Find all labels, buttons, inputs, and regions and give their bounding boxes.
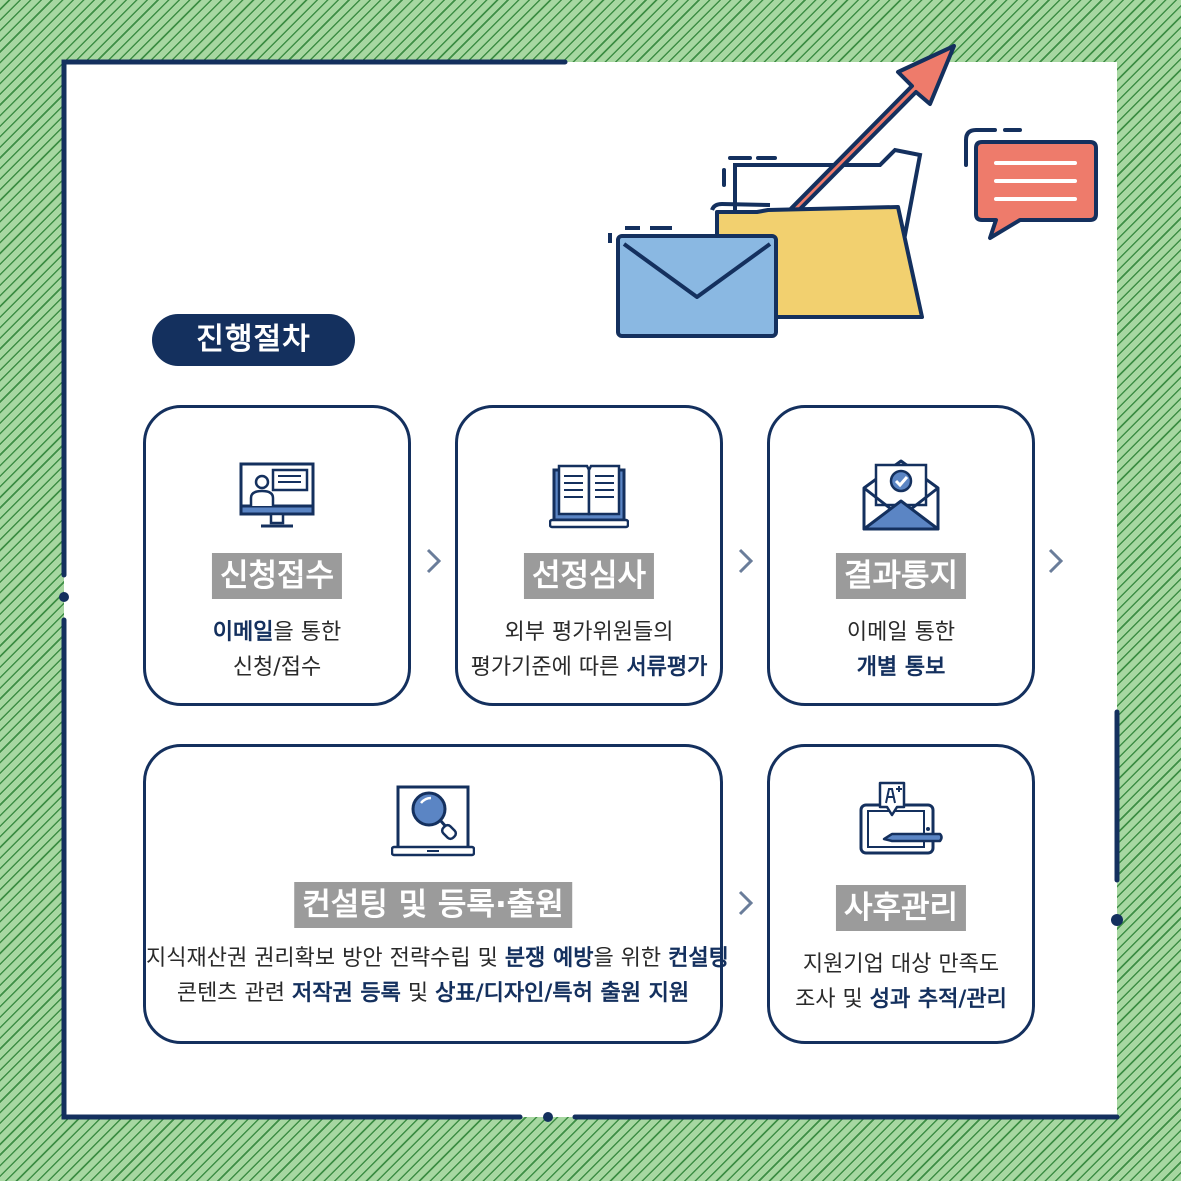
step-card-notification: 결과통지 이메일 통한 개별 통보 xyxy=(767,405,1035,706)
step-title: 신청접수 xyxy=(211,553,343,599)
presentation-monitor-icon xyxy=(239,462,315,528)
procedure-badge: 진행절차 xyxy=(152,314,355,366)
step-card-application: 신청접수 이메일을 통한 신청/접수 xyxy=(143,405,411,706)
envelope-icon xyxy=(608,226,778,338)
step-card-review: 선정심사 외부 평가위원들의 평가기준에 따른 서류평가 xyxy=(455,405,723,706)
step-description: 지식재산권 권리확보 방안 전략수립 및 분쟁 예방을 위한 컨설팅 콘텐츠 관… xyxy=(146,946,729,1006)
envelope-check-icon xyxy=(862,459,940,531)
step-card-consulting: 컨설팅 및 등록·출원 지식재산권 권리확보 방안 전략수립 및 분쟁 예방을 … xyxy=(143,744,729,1044)
chevron-right-icon xyxy=(738,890,754,916)
step-description: 지원기업 대상 만족도 조사 및 성과 추적/관리 xyxy=(795,952,1007,1012)
chat-bubble-icon xyxy=(964,128,1098,240)
open-book-laptop-icon xyxy=(549,464,629,529)
chevron-right-icon xyxy=(1048,548,1064,574)
step-title: 컨설팅 및 등록·출원 xyxy=(294,882,572,928)
chevron-right-icon xyxy=(738,548,754,574)
tablet-grade-pen-icon xyxy=(859,781,943,855)
growth-arrow-icon xyxy=(758,44,956,242)
step-card-followup: 사후관리 지원기업 대상 만족도 조사 및 성과 추적/관리 xyxy=(767,744,1035,1044)
magnifier-laptop-icon xyxy=(391,785,475,857)
step-description: 이메일 통한 개별 통보 xyxy=(846,620,956,680)
step-title: 선정심사 xyxy=(523,553,655,599)
step-description: 외부 평가위원들의 평가기준에 따른 서류평가 xyxy=(470,620,708,680)
chevron-right-icon xyxy=(426,548,442,574)
step-title: 사후관리 xyxy=(835,885,967,931)
step-description: 이메일을 통한 신청/접수 xyxy=(212,620,342,680)
step-title: 결과통지 xyxy=(835,553,967,599)
